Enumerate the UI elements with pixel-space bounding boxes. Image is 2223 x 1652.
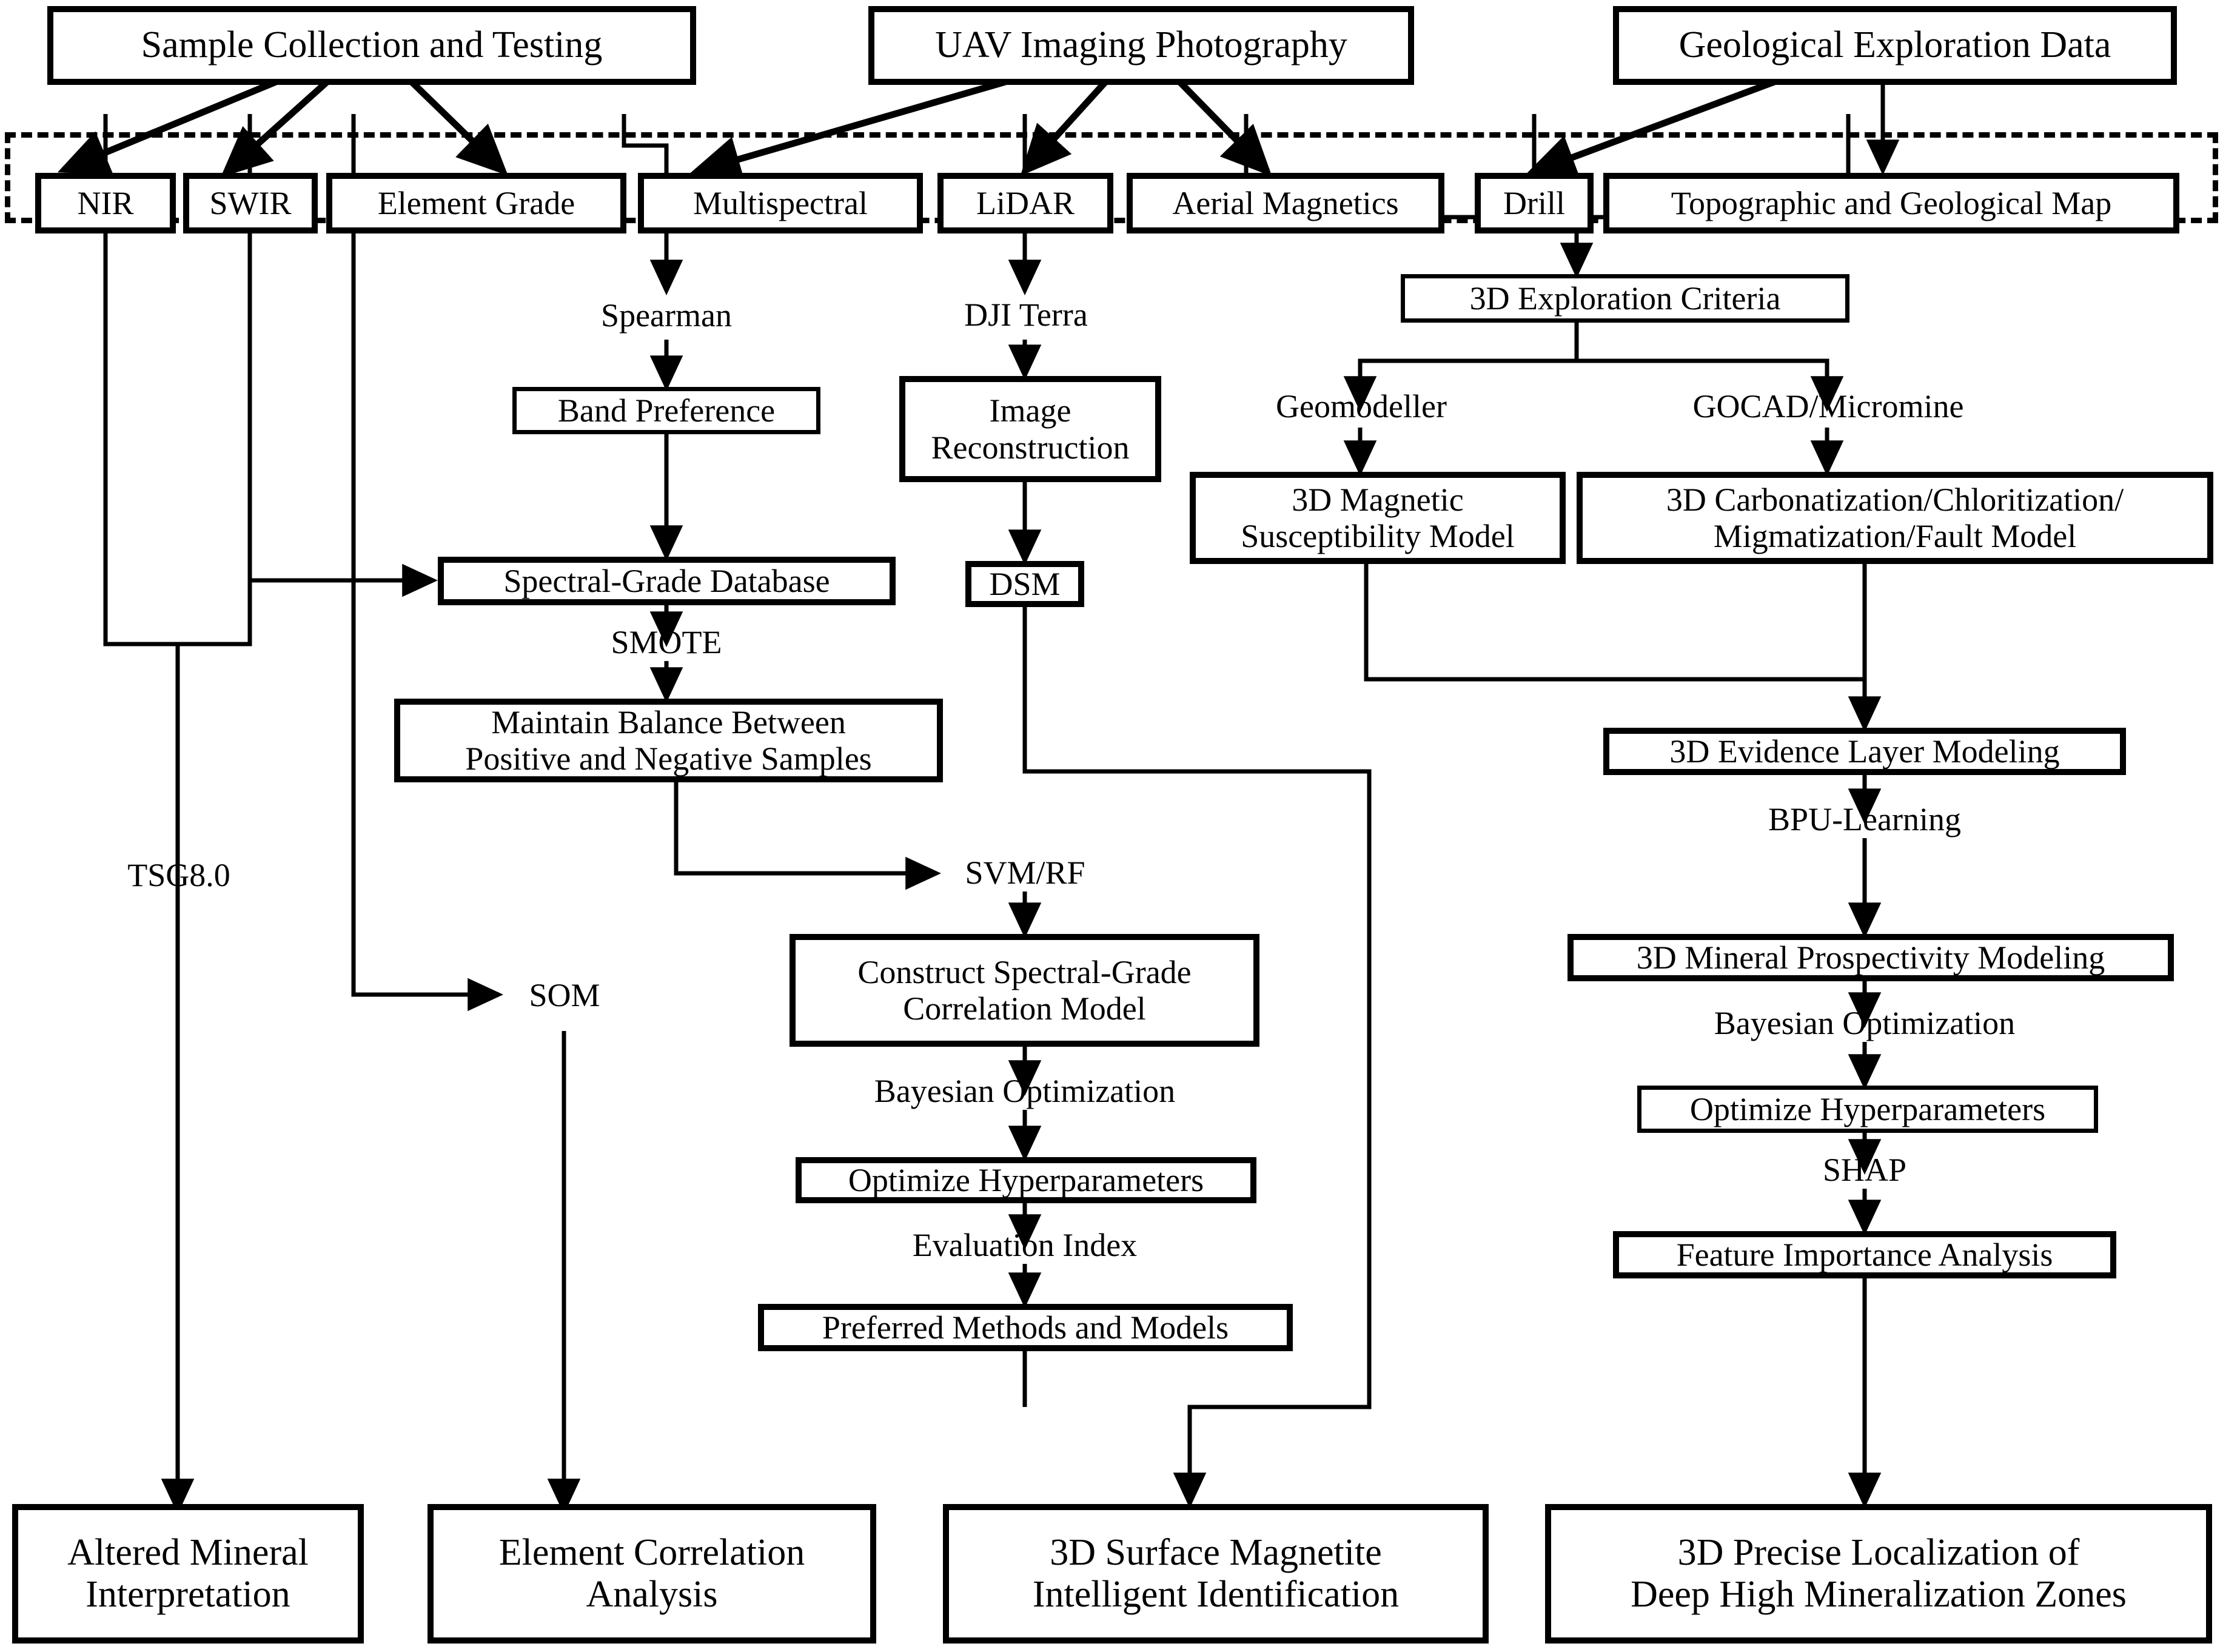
node-label: Optimize Hyperparameters <box>1689 1090 2046 1127</box>
node-label: 3D Exploration Criteria <box>1469 280 1781 317</box>
label-geomodeller: Geomodeller <box>1228 387 1495 426</box>
node-image-reconstruction[interactable]: Image Reconstruction <box>899 376 1161 482</box>
node-swir[interactable]: SWIR <box>183 173 318 233</box>
node-label: SWIR <box>209 184 292 221</box>
node-lidar[interactable]: LiDAR <box>937 173 1113 233</box>
node-maintain-balance[interactable]: Maintain Balance Between Positive and Ne… <box>394 699 943 782</box>
label-bayesian-optimization-geo: Bayesian Optimization <box>1661 1004 2068 1042</box>
edge-models-merge-to-evidence <box>1364 564 1882 732</box>
node-label: Sample Collection and Testing <box>141 24 603 66</box>
node-label: Optimize Hyperparameters <box>848 1161 1204 1198</box>
node-label: Altered Mineral Interpretation <box>67 1531 309 1615</box>
node-label: Aerial Magnetics <box>1172 184 1399 221</box>
node-label: UAV Imaging Photography <box>935 24 1347 66</box>
node-label: NIR <box>77 184 134 221</box>
node-label: 3D Precise Localization of Deep High Min… <box>1631 1531 2127 1615</box>
node-label: Drill <box>1503 184 1565 221</box>
node-label: 3D Magnetic Susceptibility Model <box>1241 481 1515 554</box>
node-3d-magnetic-susceptibility-model[interactable]: 3D Magnetic Susceptibility Model <box>1190 472 1566 564</box>
edge-balance-to-svmrf <box>674 782 941 890</box>
node-uav-imaging[interactable]: UAV Imaging Photography <box>868 6 1414 85</box>
node-label: 3D Carbonatization/Chloritization/ Migma… <box>1666 481 2124 554</box>
edge-element-grade-to-som <box>351 114 581 1514</box>
node-label: 3D Surface Magnetite Intelligent Identif… <box>1032 1531 1400 1615</box>
node-label: Spectral-Grade Database <box>503 562 830 599</box>
node-optimize-hyperparameters-spectral[interactable]: Optimize Hyperparameters <box>796 1157 1256 1203</box>
node-label: 3D Evidence Layer Modeling <box>1669 733 2060 770</box>
label-text: DJI Terra <box>964 296 1088 333</box>
label-svm-rf: SVM/RF <box>945 854 1105 891</box>
label-bpu-learning: BPU-Learning <box>1725 801 2004 838</box>
label-text: Geomodeller <box>1276 388 1447 425</box>
node-label: Preferred Methods and Models <box>822 1309 1229 1346</box>
edge-criteria-split <box>1343 321 1844 412</box>
label-shap: SHAP <box>1777 1151 1953 1189</box>
label-gocad-micromine: GOCAD/Micromine <box>1631 387 2025 426</box>
label-text: Spearman <box>601 297 732 334</box>
label-som: SOM <box>507 976 622 1014</box>
label-bayesian-optimization-spectral: Bayesian Optimization <box>822 1072 1228 1110</box>
node-3d-surface-magnetite-identification[interactable]: 3D Surface Magnetite Intelligent Identif… <box>943 1504 1489 1644</box>
node-spectral-grade-database[interactable]: Spectral-Grade Database <box>438 557 896 605</box>
node-preferred-methods-models[interactable]: Preferred Methods and Models <box>758 1304 1293 1351</box>
node-element-correlation-analysis[interactable]: Element Correlation Analysis <box>428 1504 876 1644</box>
node-label: Element Correlation Analysis <box>498 1531 805 1615</box>
node-altered-mineral-interpretation[interactable]: Altered Mineral Interpretation <box>12 1504 364 1644</box>
node-label: Geological Exploration Data <box>1678 24 2111 66</box>
label-text: TSG8.0 <box>127 856 230 893</box>
node-aerial-magnetics[interactable]: Aerial Magnetics <box>1127 173 1444 233</box>
node-3d-precise-localization-deep-zones[interactable]: 3D Precise Localization of Deep High Min… <box>1545 1504 2212 1644</box>
node-label: Multispectral <box>693 184 868 221</box>
node-optimize-hyperparameters-geo[interactable]: Optimize Hyperparameters <box>1637 1086 2098 1133</box>
label-evaluation-index: Evaluation Index <box>849 1226 1201 1264</box>
node-3d-evidence-layer-modeling[interactable]: 3D Evidence Layer Modeling <box>1603 728 2126 775</box>
label-text: GOCAD/Micromine <box>1692 388 1964 425</box>
node-label: Feature Importance Analysis <box>1676 1236 2053 1273</box>
node-3d-exploration-criteria[interactable]: 3D Exploration Criteria <box>1401 274 1849 323</box>
node-label: Maintain Balance Between Positive and Ne… <box>465 703 872 777</box>
node-3d-alteration-fault-model[interactable]: 3D Carbonatization/Chloritization/ Migma… <box>1577 472 2213 564</box>
label-text: SVM/RF <box>965 854 1085 891</box>
node-label: 3D Mineral Prospectivity Modeling <box>1636 939 2105 976</box>
node-label: Band Preference <box>557 392 776 429</box>
node-label: Topographic and Geological Map <box>1671 184 2112 221</box>
node-label: Image Reconstruction <box>931 392 1130 466</box>
edge-evaluation-to-preferred <box>1008 1264 1042 1308</box>
label-smote: SMOTE <box>545 623 788 661</box>
label-text: Bayesian Optimization <box>874 1072 1176 1109</box>
node-label: LiDAR <box>976 184 1075 221</box>
label-text: SHAP <box>1822 1151 1907 1188</box>
edge-dsm-to-surface-magnetite <box>1022 606 1372 1508</box>
node-label: DSM <box>989 565 1061 602</box>
label-text: Bayesian Optimization <box>1714 1004 2016 1041</box>
node-nir[interactable]: NIR <box>35 173 176 233</box>
node-band-preference[interactable]: Band Preference <box>512 387 820 434</box>
label-text: BPU-Learning <box>1768 801 1961 838</box>
node-feature-importance-analysis[interactable]: Feature Importance Analysis <box>1613 1231 2116 1278</box>
node-label: Element Grade <box>377 184 575 221</box>
node-dsm[interactable]: DSM <box>965 561 1084 607</box>
node-drill[interactable]: Drill <box>1475 173 1594 233</box>
node-topographic-geological-map[interactable]: Topographic and Geological Map <box>1603 173 2179 233</box>
node-construct-correlation-model[interactable]: Construct Spectral-Grade Correlation Mod… <box>790 934 1259 1047</box>
node-element-grade[interactable]: Element Grade <box>326 173 626 233</box>
label-tsg: TSG8.0 <box>76 856 282 894</box>
node-3d-mineral-prospectivity-modeling[interactable]: 3D Mineral Prospectivity Modeling <box>1568 934 2174 981</box>
label-text: Evaluation Index <box>912 1226 1138 1263</box>
label-text: SOM <box>529 976 600 1013</box>
label-spearman: Spearman <box>533 296 800 335</box>
label-text: SMOTE <box>611 623 722 660</box>
node-label: Construct Spectral-Grade Correlation Mod… <box>857 953 1192 1027</box>
label-dji-terra: DJI Terra <box>905 296 1147 334</box>
node-multispectral[interactable]: Multispectral <box>638 173 923 233</box>
edge-nir-swir-merge-tsg <box>103 114 252 1514</box>
node-sample-collection[interactable]: Sample Collection and Testing <box>47 6 696 85</box>
node-geological-exploration-data[interactable]: Geological Exploration Data <box>1613 6 2177 85</box>
